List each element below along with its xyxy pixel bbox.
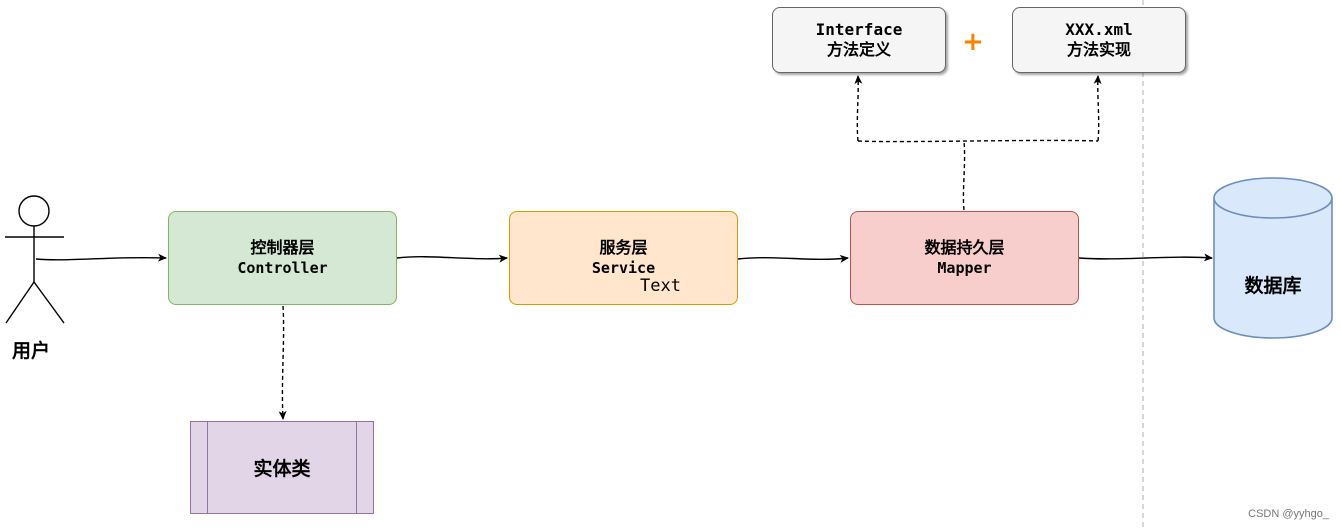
entity-left-bar <box>207 422 208 513</box>
arrow-mapper-to-database <box>1078 253 1213 262</box>
plus-icon: + <box>962 27 984 57</box>
arrow-controller-to-service <box>396 254 508 263</box>
entity-right-bar <box>356 422 357 513</box>
interface-box: Interface 方法定义 <box>772 7 946 73</box>
stray-text-label: Text <box>640 276 681 296</box>
dashed-mapper-trunk <box>962 140 966 211</box>
xml-box: XXX.xml 方法实现 <box>1012 7 1186 73</box>
mapper-title: 数据持久层 <box>924 238 1005 257</box>
interface-title: Interface <box>815 20 903 39</box>
arrow-to-interface <box>854 75 863 142</box>
database-label: 数据库 <box>1244 275 1302 297</box>
controller-title: 控制器层 <box>250 238 315 257</box>
user-actor-icon <box>5 195 65 324</box>
arrow-service-to-mapper <box>737 254 849 263</box>
service-layer-box: 服务层 Service <box>509 211 738 305</box>
entity-class-box: 实体类 <box>190 421 374 514</box>
watermark: CSDN @yyhgo_ <box>1248 508 1329 520</box>
interface-subtitle: 方法定义 <box>826 40 891 59</box>
dashed-branch <box>857 139 1099 143</box>
database-cylinder-icon <box>1213 177 1333 339</box>
xml-subtitle: 方法实现 <box>1066 40 1131 59</box>
user-label: 用户 <box>12 340 51 362</box>
entity-label: 实体类 <box>253 458 311 480</box>
arrow-user-to-controller <box>35 253 167 262</box>
arrow-to-xml <box>1093 75 1102 142</box>
arrow-controller-to-entity <box>278 305 287 420</box>
controller-subtitle: Controller <box>237 259 328 277</box>
service-subtitle: Service <box>591 259 656 277</box>
mapper-subtitle: Mapper <box>937 259 992 277</box>
service-title: 服务层 <box>599 238 648 257</box>
xml-title: XXX.xml <box>1065 20 1133 39</box>
controller-layer-box: 控制器层 Controller <box>168 211 397 305</box>
mapper-layer-box: 数据持久层 Mapper <box>850 211 1079 305</box>
